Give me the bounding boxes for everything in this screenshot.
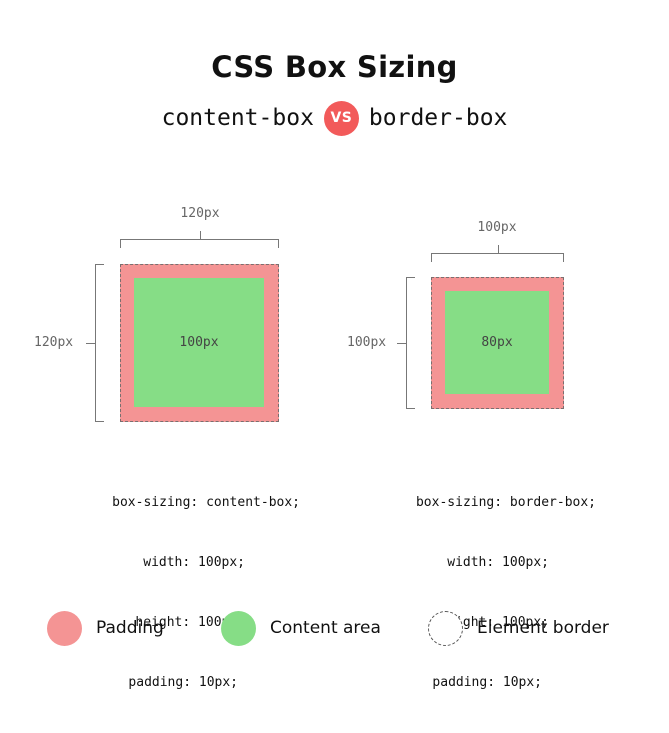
content-box-height-label: 120px xyxy=(34,335,74,350)
dashed-border-swatch-icon xyxy=(428,610,463,646)
code-line: width: 100px; xyxy=(143,555,245,570)
code-line: box-sizing: content-box; xyxy=(112,495,300,510)
code-line: padding: 10px; xyxy=(432,675,542,690)
code-line: box-sizing: border-box; xyxy=(415,495,596,510)
content-box-width-label: 120px xyxy=(180,206,220,221)
content-swatch-icon xyxy=(221,610,256,646)
legend-padding: Padding xyxy=(47,610,164,646)
border-box-code: box-sizing: border-box; width: 100px; he… xyxy=(396,453,596,733)
subtitle: content-box VS border-box xyxy=(0,100,669,136)
border-box-term: border-box xyxy=(368,105,508,131)
border-box-height-label: 100px xyxy=(347,335,387,350)
border-box-width-label: 100px xyxy=(477,220,517,235)
page-title: CSS Box Sizing xyxy=(211,50,458,84)
border-box-height-bracket xyxy=(397,277,415,409)
border-box-element: 80px xyxy=(431,277,564,409)
content-box-element: 100px xyxy=(120,264,279,422)
content-box-height-bracket xyxy=(86,264,104,422)
legend-content: Content area xyxy=(221,610,381,646)
border-box-width-bracket xyxy=(431,245,564,262)
code-line: padding: 10px; xyxy=(128,675,238,690)
content-box-content-area: 100px xyxy=(134,278,264,407)
content-box-width-bracket xyxy=(120,231,279,248)
code-line: width: 100px; xyxy=(447,555,549,570)
legend-border-label: Element border xyxy=(477,618,609,638)
legend-border: Element border xyxy=(428,610,609,646)
legend-padding-label: Padding xyxy=(96,618,164,638)
border-box-content-area: 80px xyxy=(445,291,549,394)
padding-swatch-icon xyxy=(47,610,82,646)
legend-content-label: Content area xyxy=(270,618,381,638)
content-box-code: box-sizing: content-box; width: 100px; h… xyxy=(88,453,300,733)
vs-badge: VS xyxy=(323,100,359,136)
content-box-term: content-box xyxy=(161,105,314,131)
